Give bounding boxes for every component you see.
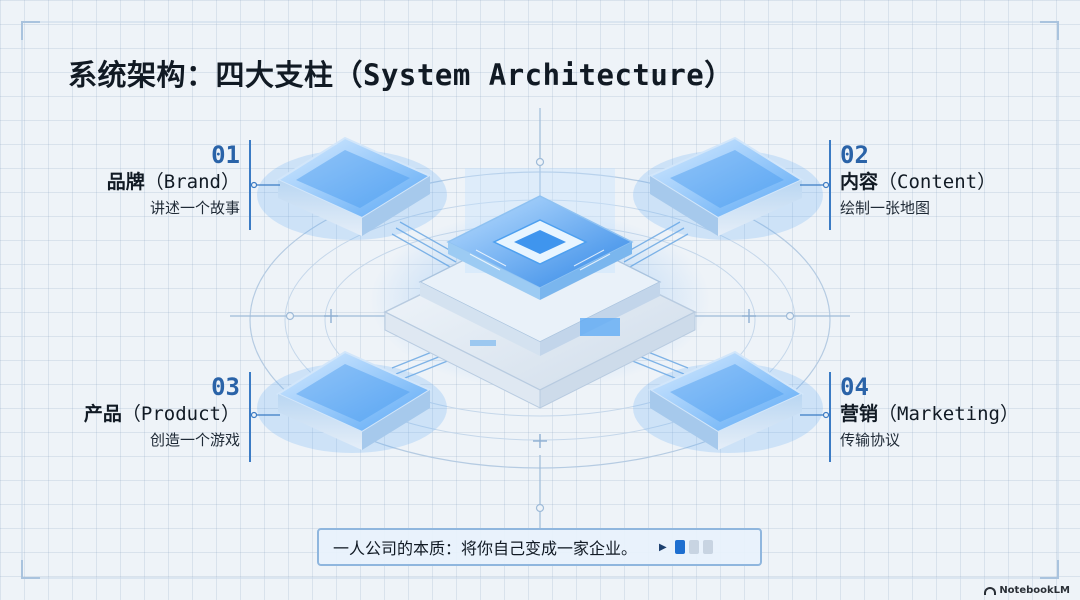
progress-segment-active: [675, 540, 685, 554]
pillar-description: 传输协议: [840, 427, 1019, 453]
notebooklm-logo-icon: [984, 587, 996, 595]
pillar-number: 02: [840, 141, 996, 169]
pillar-name: 内容（Content）: [840, 169, 996, 195]
pillar-04-accent-bar: [829, 372, 831, 462]
pillar-description: 创造一个游戏: [84, 427, 240, 453]
pillar-description: 讲述一个故事: [107, 195, 240, 221]
pillar-01-accent-bar: [249, 140, 251, 230]
pillar-number: 01: [107, 141, 240, 169]
pillar-number: 03: [84, 373, 240, 401]
pillar-brand: 01 品牌（Brand） 讲述一个故事: [107, 141, 240, 221]
pillar-content: 02 内容（Content） 绘制一张地图: [840, 141, 996, 221]
pillar-number: 04: [840, 373, 1019, 401]
pillar-name: 产品（Product）: [84, 401, 240, 427]
play-icon[interactable]: ▶: [659, 542, 667, 553]
summary-statement-box: 一人公司的本质：将你自己变成一家企业。 ▶: [317, 528, 762, 566]
pillar-product: 03 产品（Product） 创造一个游戏: [84, 373, 240, 453]
tile-marketing: [633, 352, 823, 453]
progress-segment: [703, 540, 713, 554]
pillar-description: 绘制一张地图: [840, 195, 996, 221]
progress-segment: [689, 540, 699, 554]
summary-statement: 一人公司的本质：将你自己变成一家企业。: [333, 535, 637, 559]
tile-content: [633, 138, 823, 240]
notebooklm-watermark: NotebookLM: [984, 585, 1070, 596]
pillar-marketing: 04 营销（Marketing） 传输协议: [840, 373, 1019, 453]
pillar-02-accent-bar: [829, 140, 831, 230]
pillar-03-accent-bar: [249, 372, 251, 462]
watermark-text: NotebookLM: [999, 585, 1070, 596]
tile-brand: [257, 138, 447, 240]
pillar-name: 营销（Marketing）: [840, 401, 1019, 427]
tile-product: [257, 352, 447, 453]
pillar-name: 品牌（Brand）: [107, 169, 240, 195]
